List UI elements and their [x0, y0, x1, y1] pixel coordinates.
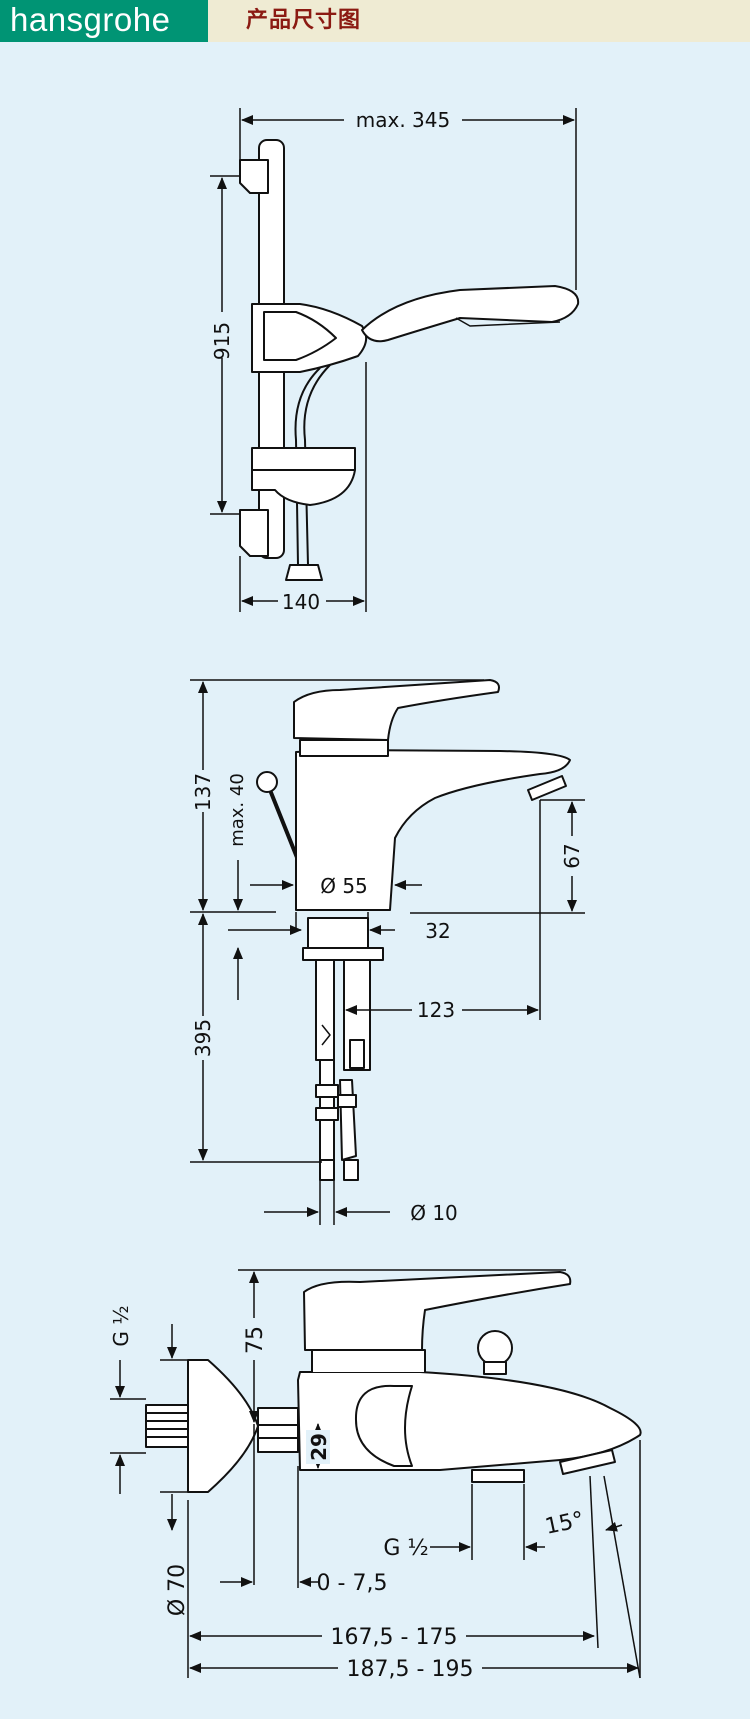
mixer-body — [295, 749, 571, 911]
rail-bracket-bottom — [239, 509, 269, 557]
hand-shower — [361, 285, 580, 343]
bath-length-2-label: 187,5 - 195 — [347, 1657, 474, 1682]
bath-height-label: 75 — [243, 1326, 268, 1354]
pop-up-rod — [266, 784, 300, 861]
mixer-aerator — [527, 775, 567, 801]
mixer-lever — [293, 679, 500, 741]
bath-length-1-label: 167,5 - 175 — [331, 1625, 458, 1650]
page-title: 产品尺寸图 — [246, 8, 362, 33]
basin-base-diameter-label: Ø 55 — [320, 874, 368, 898]
basin-projection-label: 123 — [417, 998, 455, 1022]
basin-hose-length-label: 395 — [191, 1019, 215, 1057]
basin-height-label: 137 — [191, 773, 215, 811]
header-bar: hansgrohe 产品尺寸图 — [0, 0, 750, 42]
basin-spout-height-label: 67 — [560, 843, 584, 868]
hose-connector — [285, 564, 323, 581]
diverter-knob — [477, 1330, 513, 1366]
wall-connector — [145, 1404, 189, 1448]
shower-height-label: 915 — [210, 322, 234, 360]
bath-mixer-figure — [145, 1271, 642, 1493]
bath-connection-label: G ½ — [109, 1305, 133, 1346]
mounting-shank — [307, 917, 369, 949]
basin-mixer-dimensions — [190, 679, 585, 1225]
bath-mixer-dimensions — [110, 1269, 641, 1679]
bath-spout-outlet — [559, 1449, 616, 1475]
shower-hose — [303, 364, 331, 566]
bath-mixer-lever — [303, 1271, 572, 1351]
basin-thread-label: 32 — [425, 919, 450, 943]
brand-logo: hansgrohe — [0, 0, 208, 42]
basin-mixer-figure — [256, 679, 571, 1181]
bath-outlet-thread — [471, 1469, 525, 1483]
shower-width-label: max. 345 — [356, 108, 450, 132]
rail-bracket-top — [239, 159, 269, 194]
bath-angle-label: 15° — [543, 1507, 586, 1540]
shower-set-figure — [239, 139, 580, 581]
basin-lift-rod-label: max. 40 — [227, 773, 248, 847]
bath-adjust-label: 0 - 7,5 — [317, 1571, 388, 1596]
dimension-drawing: max. 345 915 140 — [109, 108, 642, 1682]
shower-depth-label: 140 — [282, 590, 320, 614]
wall-rosette — [187, 1359, 259, 1493]
basin-hose-diameter-label: Ø 10 — [410, 1201, 458, 1225]
coupling-nut — [257, 1407, 299, 1453]
bath-offset-label: 29 — [307, 1433, 331, 1461]
bath-outlet-thread-label: G ½ — [383, 1536, 428, 1561]
bath-rosette-label: Ø 70 — [165, 1564, 190, 1616]
soap-dish — [251, 447, 356, 506]
